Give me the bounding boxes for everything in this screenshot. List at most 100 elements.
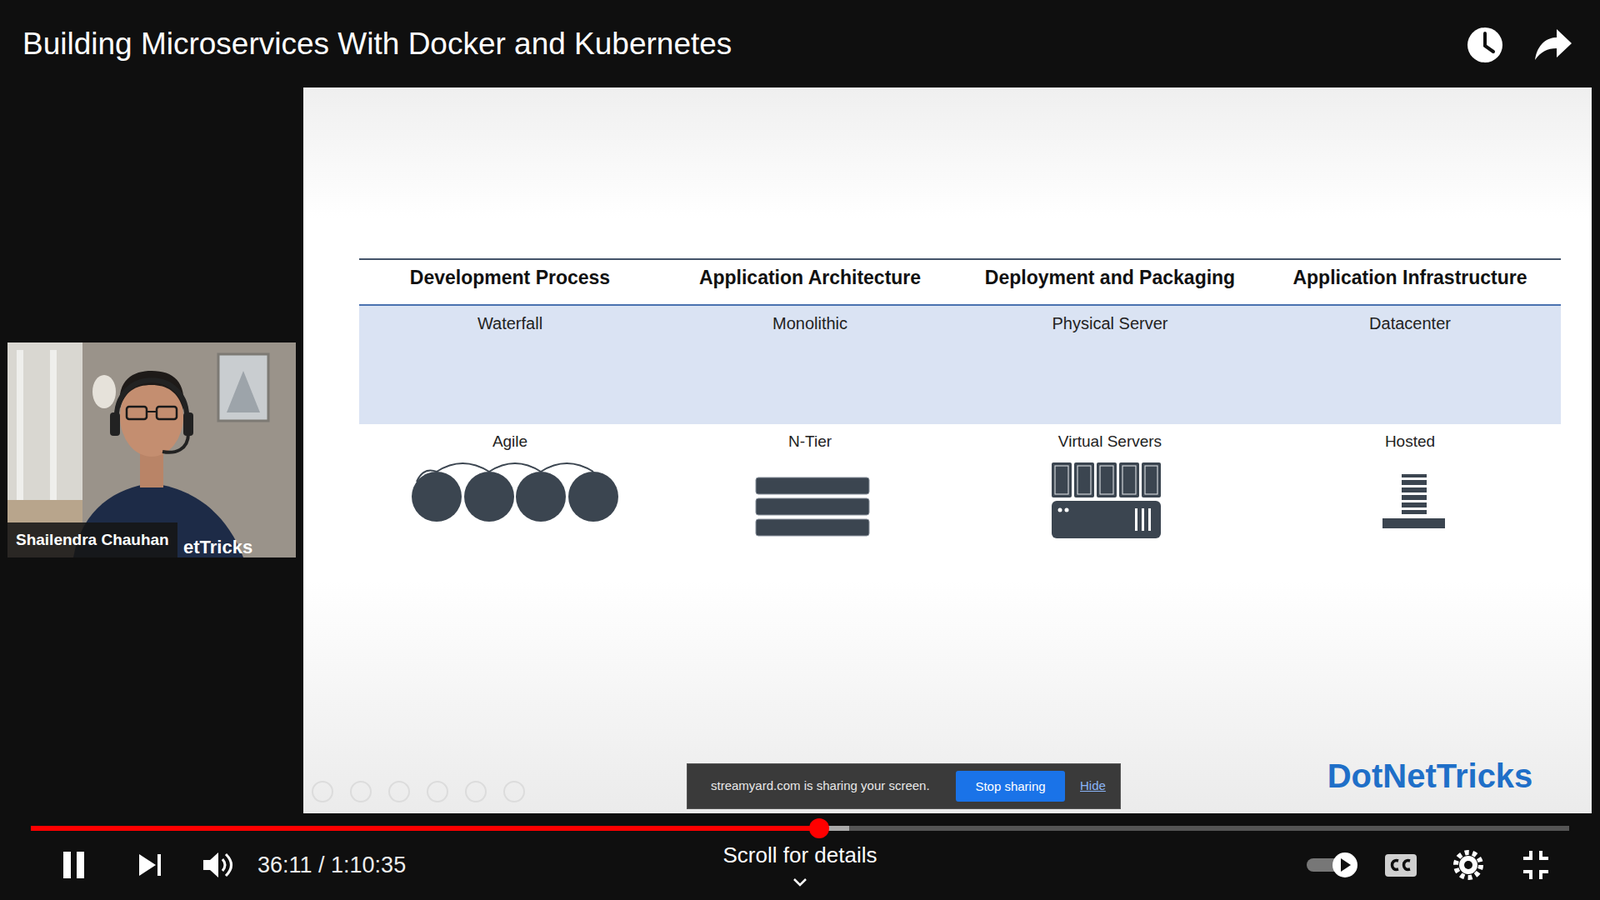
- agile-icon: [436, 463, 490, 472]
- virtual-servers-icon: [1051, 462, 1072, 498]
- column-header: Development Process: [410, 266, 610, 290]
- exit-fullscreen-button: [1540, 850, 1549, 859]
- agile-icon: [568, 471, 619, 522]
- band-row-text: Datacenter: [1369, 313, 1451, 334]
- virtual-servers-icon: [1119, 462, 1140, 498]
- stop-sharing-button: Stop sharing: [955, 770, 1065, 802]
- slide-toolbar: [427, 781, 448, 802]
- row-label: Virtual Servers: [1058, 432, 1162, 452]
- name-tag-text: Shailendra Chauhan: [7, 522, 178, 558]
- webcam-feed: [7, 342, 296, 558]
- agile-icon: [515, 471, 566, 522]
- virtual-servers-icon: [1055, 465, 1069, 495]
- next-button: [139, 854, 161, 876]
- webcam-feed: [183, 412, 194, 436]
- scroll-hint: Scroll for details: [723, 842, 878, 869]
- ntier-icon: [755, 477, 870, 495]
- webcam-feed: [7, 342, 296, 558]
- webcam-feed: [92, 375, 116, 409]
- slide-toolbar: [350, 781, 371, 802]
- autoplay-toggle: [1340, 858, 1351, 872]
- virtual-servers-icon: [1051, 462, 1161, 539]
- virtual-servers-icon: [1065, 508, 1070, 513]
- band-row-text: Waterfall: [477, 313, 543, 334]
- ntier-icon: [755, 477, 870, 536]
- captions-button: [1385, 854, 1417, 877]
- exit-fullscreen-button: [1540, 871, 1549, 880]
- band-row-text: Physical Server: [1052, 313, 1169, 334]
- exit-fullscreen-button: [1523, 850, 1531, 859]
- virtual-servers-icon: [1141, 462, 1161, 498]
- playback-time: 36:11 / 1:10:35: [257, 851, 406, 879]
- share-icon: [1535, 29, 1572, 60]
- virtual-servers-icon: [1074, 462, 1095, 498]
- slide-toolbar: [312, 781, 333, 802]
- progress-bar: [30, 825, 1570, 831]
- watch-later-icon: [1467, 27, 1503, 63]
- virtual-servers-icon: [1135, 508, 1138, 531]
- brand-logo: DotNetTricks: [1327, 755, 1534, 796]
- band-row: Waterfall Monolithic Physical Server Datace…: [359, 304, 1561, 425]
- ntier-icon: [755, 519, 870, 536]
- webcam-feed: [16, 350, 24, 509]
- progress-bar: [30, 818, 1570, 839]
- slide-toolbar: [389, 781, 410, 802]
- webcam-feed: [110, 412, 120, 436]
- virtual-servers-icon: [1058, 508, 1063, 513]
- chevron-down: [794, 879, 806, 885]
- watch-later-icon: [1467, 27, 1503, 63]
- virtual-servers-icon: [1100, 465, 1114, 495]
- row-label: N-Tier: [788, 432, 832, 452]
- webcam-feed: [116, 380, 187, 421]
- agile-icon: [411, 471, 462, 522]
- webcam-feed: [162, 433, 189, 453]
- exit-fullscreen-button: [1523, 871, 1531, 880]
- slide: [359, 258, 1561, 260]
- progress-bar: [809, 818, 830, 839]
- webcam-feed: [146, 410, 157, 413]
- settings-button: [1464, 860, 1473, 870]
- autoplay-toggle: [1306, 852, 1358, 878]
- volume-button: [203, 852, 232, 878]
- settings-button: [1455, 852, 1481, 878]
- slide: [303, 87, 1592, 814]
- pause-button: [76, 851, 85, 879]
- volume-button: [225, 854, 232, 876]
- hosted-icon: [1382, 518, 1445, 529]
- captions-button: [1404, 860, 1411, 870]
- next-button: [157, 854, 161, 876]
- share-bar: streamyard.com is sharing your screen.Hi…: [686, 763, 1121, 810]
- ntier-icon: [755, 498, 870, 515]
- band-row-text: Monolithic: [772, 313, 848, 334]
- column-header: Application Architecture: [699, 266, 921, 290]
- exit-fullscreen-button: [1523, 850, 1549, 880]
- volume-button: [222, 859, 225, 871]
- agile-icon: [489, 463, 541, 472]
- hosted-icon: [1382, 474, 1445, 529]
- slide-toolbar: [312, 781, 525, 802]
- virtual-servers-icon: [1051, 500, 1161, 539]
- webcam-feed: [218, 354, 269, 421]
- webcam-feed: [126, 406, 147, 420]
- webcam-feed: [226, 370, 260, 413]
- share-bar-text: Hide: [1080, 778, 1106, 794]
- slide: [303, 87, 1592, 814]
- webcam-feed: [50, 350, 57, 509]
- captions-button: [1392, 860, 1400, 870]
- virtual-servers-icon: [1096, 462, 1117, 498]
- volume-button: [203, 852, 219, 878]
- column-header: Application Infrastructure: [1292, 266, 1527, 290]
- row-label: Agile: [492, 432, 528, 452]
- captions-button: [1385, 854, 1417, 877]
- virtual-servers-icon: [1122, 465, 1136, 495]
- agile-icon: [411, 463, 619, 522]
- next-button: [139, 854, 156, 876]
- agile-icon: [464, 471, 515, 522]
- autoplay-toggle: [1332, 852, 1358, 878]
- progress-bar: [30, 825, 820, 831]
- settings-button: [1459, 855, 1478, 875]
- virtual-servers-icon: [1145, 465, 1158, 495]
- row-label: Hosted: [1385, 432, 1435, 452]
- slide-toolbar: [465, 781, 486, 802]
- column-header: Deployment and Packaging: [985, 266, 1235, 290]
